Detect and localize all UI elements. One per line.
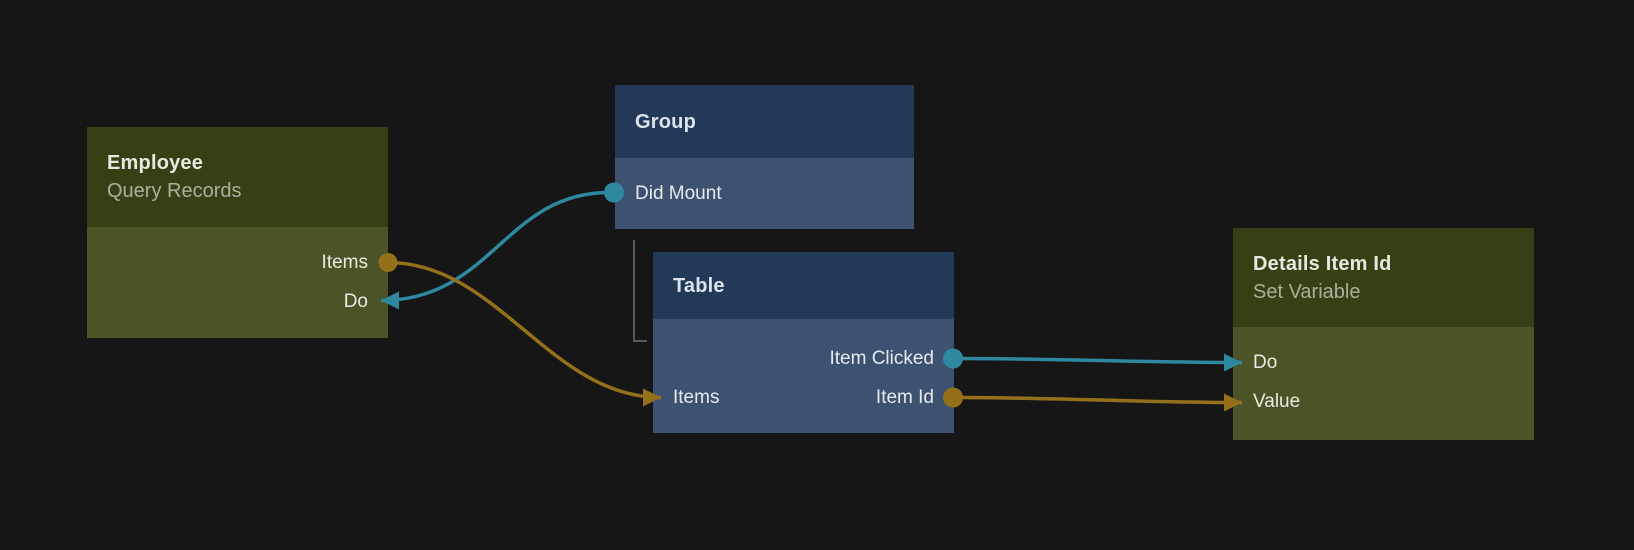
port-label: Did Mount (635, 182, 722, 204)
port-items-output[interactable]: Items (87, 243, 388, 282)
node-title: Details Item Id (1253, 252, 1392, 275)
node-title: Employee (107, 152, 204, 174)
edge-items-to-items[interactable] (387, 260, 662, 407)
node-employee-header: Employee Query Records (87, 127, 388, 227)
port-item-id-output-label: Item Id (875, 386, 934, 408)
node-group-body: Did Mount (615, 158, 914, 229)
port-label: Item Clicked (829, 347, 934, 369)
node-table-header: Table (653, 252, 954, 319)
port-item-clicked-output[interactable]: Item Clicked (653, 339, 954, 378)
port-row-items-itemid[interactable]: Items Item Id (653, 378, 954, 417)
port-items-input-label: Items (673, 386, 720, 408)
node-title: Table (673, 274, 725, 297)
port-do-input[interactable]: Do (87, 282, 388, 321)
node-group[interactable]: Group Did Mount (615, 85, 914, 229)
node-table[interactable]: Table Item Clicked Items Item Id (653, 252, 954, 433)
node-subtitle: Query Records (107, 180, 242, 202)
node-details-header: Details Item Id Set Variable (1233, 228, 1534, 327)
port-label: Value (1253, 390, 1301, 412)
node-employee[interactable]: Employee Query Records Items Do (87, 127, 388, 338)
node-subtitle: Set Variable (1253, 280, 1361, 303)
node-employee-body: Items Do (87, 227, 388, 338)
group-table-bracket (633, 240, 647, 342)
port-value-input[interactable]: Value (1233, 382, 1534, 421)
port-did-mount-output[interactable]: Did Mount (615, 174, 914, 213)
node-title: Group (635, 110, 696, 133)
edge-didmount-to-do[interactable] (380, 190, 610, 310)
edge-itemclicked-to-do[interactable] (957, 353, 1243, 372)
port-label: Items (321, 251, 368, 273)
port-label: Do (343, 290, 368, 312)
edge-itemid-to-value[interactable] (957, 393, 1243, 412)
node-details-item-id[interactable]: Details Item Id Set Variable Do Value (1233, 228, 1534, 440)
node-details-body: Do Value (1233, 327, 1534, 440)
port-label: Do (1253, 351, 1278, 373)
port-do-input[interactable]: Do (1233, 343, 1534, 382)
node-group-header: Group (615, 85, 914, 158)
node-table-body: Item Clicked Items Item Id (653, 319, 954, 433)
